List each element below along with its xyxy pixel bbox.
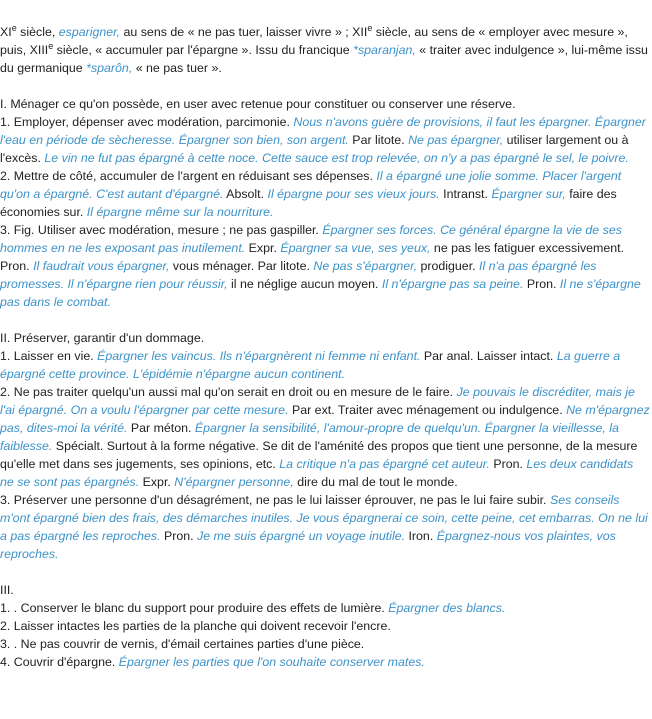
example-text: Les deux candidats ne se sont pas épargn… [0,457,634,489]
definition-text: Par ext. Traiter avec ménagement ou indu… [288,403,567,417]
example-text: Épargner les parties que l'on souhaite c… [118,655,425,669]
example-text: Ne pas s'épargner, [313,259,418,273]
sense-item: 2. Ne pas traiter quelqu'un aussi mal qu… [0,383,650,491]
definition-text: Pron. [523,277,560,291]
definition-text: Par méton. [127,421,195,435]
sense-item: 1. . Conserver le blanc du support pour … [0,599,650,617]
etymon-example: esparigner, [58,25,121,39]
section-heading: I. Ménager ce qu'on possède, en user ave… [0,97,516,111]
etymon-example: *sparanjan, [353,43,416,57]
etym-text: « ne pas tuer ». [132,61,222,75]
example-text: Ne pas épargner, [408,133,504,147]
definition-text: Iron. [405,529,437,543]
spacer [0,563,650,581]
sense-item: 2. Laisser intactes les parties de la pl… [0,617,650,635]
example-text: Il ne s'épargne pas dans le combat. [0,277,641,309]
sense-item: 4. Couvrir d'épargne. Épargner les parti… [0,653,650,671]
example-text: Épargner sur, [491,187,566,201]
etym-text: au sens de « ne pas tuer, laisser vivre … [120,25,368,39]
sense-item: 1. Laisser en vie. Épargner les vaincus.… [0,347,650,383]
definition-text: il ne néglige aucun moyen. [227,277,382,291]
definition-text: 3. Préserver une personne d'un désagréme… [0,493,550,507]
definition-text: Expr. [139,475,175,489]
etym-text: « traiter avec indulgence », lui-même is… [0,43,648,75]
dictionary-entry: XIe siècle, esparigner, au sens de « ne … [0,23,650,671]
etymon-example: *sparôn, [86,61,133,75]
sense-item: 1. Employer, dépenser avec modération, p… [0,113,650,167]
example-text: Épargner sa vue, ses yeux, [280,241,431,255]
example-text: Il épargne même sur la nourriture. [86,205,274,219]
example-text: Il n'épargne pas sa peine. [381,277,524,291]
century-superscript: e [48,41,54,51]
definition-text: faire des économies sur. [0,187,617,219]
example-text: Épargner des blancs. [388,601,506,615]
example-text: Je pouvais le discréditer, mais je l'ai … [0,385,635,417]
example-text: La guerre a épargné cette province. L'ép… [0,349,621,381]
etymology-paragraph: XIe siècle, esparigner, au sens de « ne … [0,23,650,77]
section-heading: III. [0,583,14,597]
definition-text: Par anal. Laisser intact. [420,349,557,363]
example-text: Le vin ne fut pas épargné à cette noce. … [44,151,629,165]
example-text: La critique n'a pas épargné cet auteur. [279,457,490,471]
century-superscript: e [11,23,17,33]
definition-text: dire du mal de tout le monde. [293,475,458,489]
example-text: Épargner les vaincus. Ils n'épargnèrent … [97,349,421,363]
definition-text: 3. Fig. Utiliser avec modération, mesure… [0,223,323,237]
sense-item: 3. Préserver une personne d'un désagréme… [0,491,650,563]
definition-text: Absolt. [223,187,268,201]
spacer [0,311,650,329]
century-superscript: e [367,23,373,33]
definition-text: Pron. [489,457,527,471]
example-text: Nous n'avons guère de provisions, il fau… [0,115,646,147]
example-text: Épargner la sensibilité, l'amour-propre … [0,421,619,453]
example-text: Je me suis épargné un voyage inutile. [197,529,406,543]
section-heading: II. Préserver, garantir d'un dommage. [0,331,205,345]
example-text: Épargnez-nous vos plaintes, vos reproche… [0,529,616,561]
sense-item: 2. Mettre de côté, accumuler de l'argent… [0,167,650,221]
example-text: N'épargner personne, [174,475,294,489]
sense-item: 3. Fig. Utiliser avec modération, mesure… [0,221,650,311]
definition-text: prodiguer. [417,259,480,273]
definition-text: Pron. [160,529,198,543]
definition-text: 2. Mettre de côté, accumuler de l'argent… [0,169,377,183]
definition-text: 2. Ne pas traiter quelqu'un aussi mal qu… [0,385,457,399]
etym-text: XI [0,25,12,39]
etym-text: siècle, au sens de « employer avec mesur… [0,25,628,57]
example-text: Il épargne pour ses vieux jours. [267,187,440,201]
spacer [0,77,650,95]
example-text: Épargner ses forces. Ce général épargne … [0,223,622,255]
definition-text: 3. . Ne pas couvrir de vernis, d'émail c… [0,637,365,651]
definition-text: utiliser largement ou à l'excès. [0,133,629,165]
definition-text: 1. Laisser en vie. [0,349,98,363]
etym-text: siècle, « accumuler par l'épargne ». Iss… [53,43,354,57]
definition-text: 1. Employer, dépenser avec modération, p… [0,115,294,129]
definition-text: Expr. [245,241,281,255]
example-text: Il a épargné une jolie somme. Placer l'a… [0,169,622,201]
definition-text: Intranst. [439,187,492,201]
example-text: Ne m'épargnez pas, dites-moi la vérité. [0,403,650,435]
definition-text: ne pas les fatiguer excessivement. Pron. [0,241,625,273]
definition-text: 2. Laisser intactes les parties de la pl… [0,619,391,633]
example-text: Ses conseils m'ont épargné bien des frai… [0,493,648,543]
definition-text: Spécialt. Surtout à la forme négative. S… [0,439,638,471]
definition-text: 1. . Conserver le blanc du support pour … [0,601,389,615]
definition-text: 4. Couvrir d'épargne. [0,655,119,669]
sense-item: 3. . Ne pas couvrir de vernis, d'émail c… [0,635,650,653]
etym-text: siècle, [16,25,59,39]
example-text: Il n'a pas épargné les promesses. Il n'é… [0,259,597,291]
example-text: Il faudrait vous épargner, [33,259,170,273]
definition-text: Par litote. [348,133,409,147]
definition-text: vous ménager. Par litote. [169,259,314,273]
